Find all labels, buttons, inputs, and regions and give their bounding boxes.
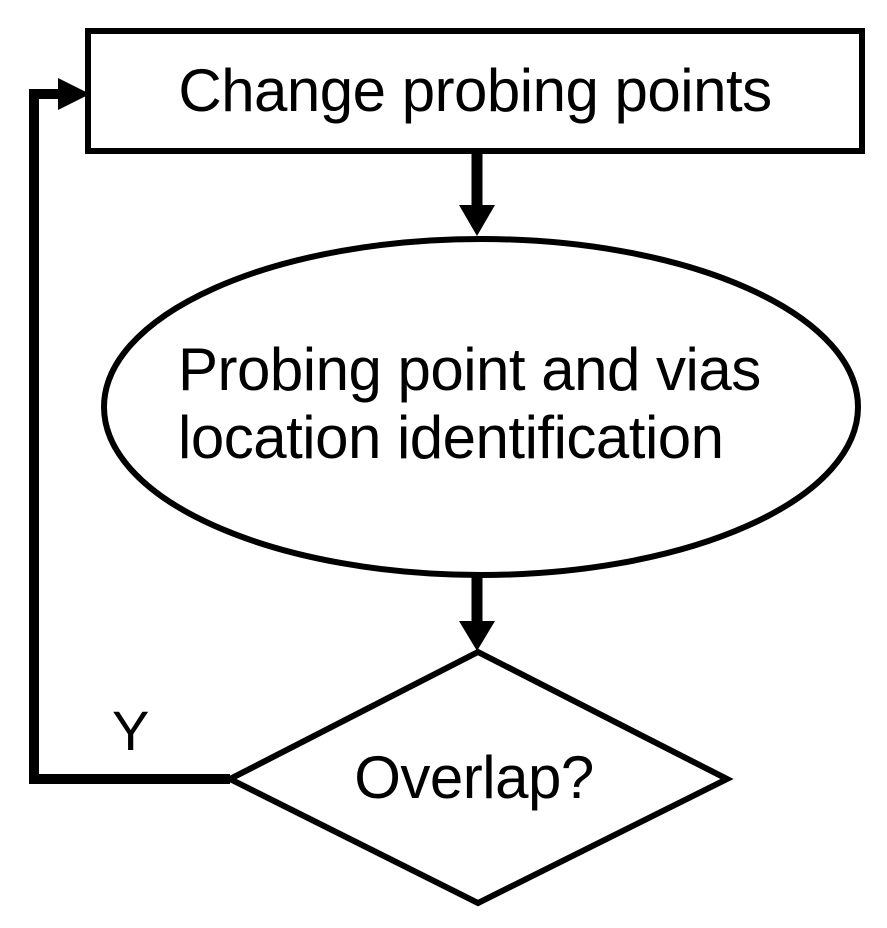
- feedback-edge-yes: Y: [29, 78, 230, 784]
- node-overlap-decision: Overlap?: [223, 648, 734, 907]
- decision-diamond: [223, 648, 734, 907]
- process-box-label: Change probing points: [178, 57, 771, 124]
- node-identification: Probing point and vias location identifi…: [101, 236, 861, 578]
- feedback-line: [29, 89, 230, 784]
- node-change-probing-points: Change probing points: [85, 28, 865, 154]
- process-box: [85, 28, 865, 154]
- arrow-identification-to-decision: [459, 572, 495, 651]
- decision-label: Overlap?: [354, 744, 593, 811]
- ellipse-label-line-2: location identification: [178, 404, 724, 471]
- arrow-process-to-identification: [459, 150, 495, 236]
- ellipse-label-line-1: Probing point and vias: [178, 336, 761, 403]
- arrowhead-right-icon: [58, 78, 90, 110]
- edge-label-y: Y: [112, 699, 149, 762]
- arrowhead-down-icon: [459, 621, 495, 651]
- arrowhead-down-icon: [459, 205, 495, 236]
